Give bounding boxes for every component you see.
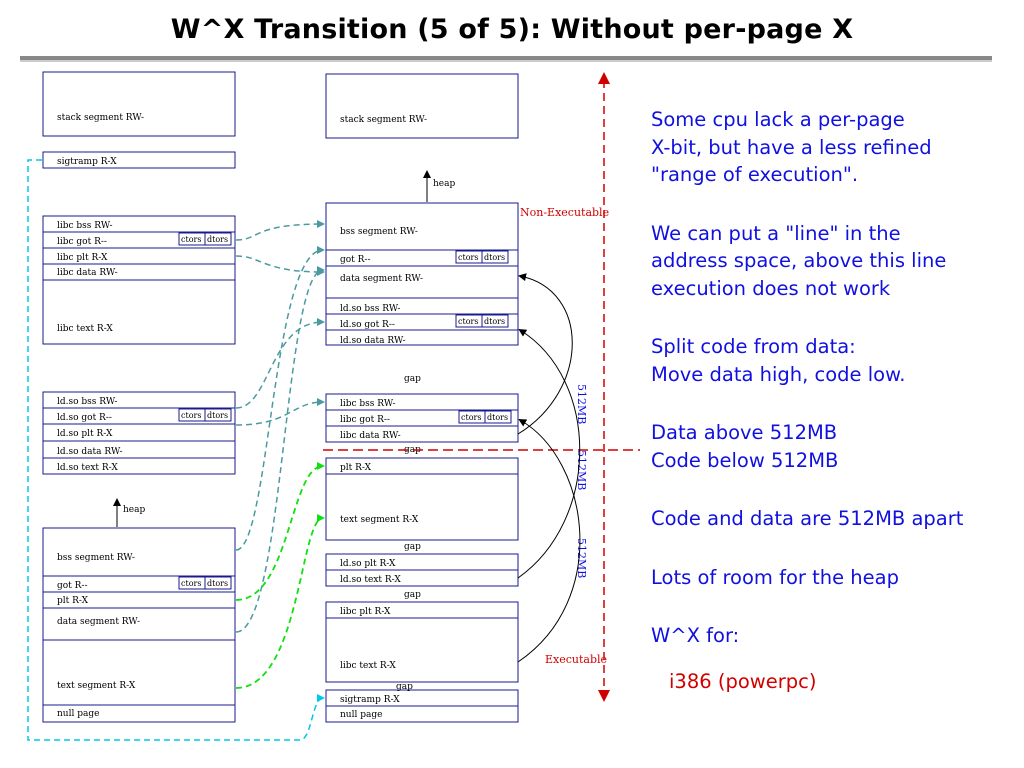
right-bss-label: bss segment RW- bbox=[340, 227, 418, 237]
tag-ctors: ctors bbox=[181, 235, 201, 244]
right-plt-label: plt R-X bbox=[340, 463, 372, 473]
left-ldso-got-label: ld.so got R-- bbox=[57, 413, 112, 423]
bullet-1: Some cpu lack a per-page X-bit, but have… bbox=[651, 108, 932, 186]
gap-label: gap bbox=[396, 682, 413, 692]
title-underline bbox=[20, 56, 992, 60]
left-libc-got-label: libc got R-- bbox=[57, 237, 107, 247]
tag-dtors: dtors bbox=[207, 235, 228, 244]
tag-ctors: ctors bbox=[458, 253, 478, 262]
right-text-label: text segment R-X bbox=[340, 515, 419, 525]
code-move-arrows bbox=[235, 462, 325, 689]
range-of-execution: Non-Executable Executable bbox=[323, 72, 640, 702]
right-libc-got-label: libc got R-- bbox=[340, 415, 390, 425]
distance-labels: 512MB 512MB 512MB bbox=[575, 384, 588, 578]
tag-dtors: dtors bbox=[487, 413, 508, 422]
size-label-2: 512MB bbox=[575, 450, 588, 490]
right-libc-text-box bbox=[325, 601, 519, 683]
right-program-text-box bbox=[325, 457, 519, 541]
gap-label: gap bbox=[404, 374, 421, 384]
tag-ctors: ctors bbox=[461, 413, 481, 422]
left-ldso-text-label: ld.so text R-X bbox=[57, 463, 118, 473]
explanation-text: Some cpu lack a per-page X-bit, but have… bbox=[651, 106, 1021, 695]
right-libc-data-box bbox=[325, 393, 519, 443]
size-label-3: 512MB bbox=[575, 538, 588, 578]
right-ldso-bss-label: ld.so bss RW- bbox=[340, 304, 400, 314]
non-executable-label: Non-Executable bbox=[520, 206, 609, 219]
left-heap-label: heap bbox=[123, 505, 145, 515]
bullet-4: Data above 512MB Code below 512MB bbox=[651, 421, 839, 472]
left-program-box bbox=[42, 527, 236, 723]
title-underline-shadow bbox=[20, 60, 992, 62]
executable-label: Executable bbox=[545, 653, 607, 666]
gap-label: gap bbox=[404, 590, 421, 600]
left-stack-box bbox=[42, 71, 236, 137]
right-heap-label: heap bbox=[433, 179, 455, 189]
left-stack-label: stack segment RW- bbox=[57, 113, 144, 123]
right-libc-plt-label: libc plt R-X bbox=[340, 607, 391, 617]
bullet-6: Lots of room for the heap bbox=[651, 565, 899, 589]
right-layout bbox=[325, 73, 519, 723]
tag-ctors: ctors bbox=[181, 579, 201, 588]
left-sigtramp-label: sigtramp R-X bbox=[57, 157, 117, 167]
left-tags bbox=[178, 232, 232, 590]
left-sigtramp-box bbox=[42, 151, 236, 169]
left-labels: stack segment RW- sigtramp R-X libc bss … bbox=[57, 113, 228, 719]
tag-dtors: dtors bbox=[207, 411, 228, 420]
left-ldso-box bbox=[42, 391, 236, 475]
bullet-7: W^X for: bbox=[651, 624, 740, 647]
left-bss-label: bss segment RW- bbox=[57, 553, 135, 563]
left-ldso-bss-label: ld.so bss RW- bbox=[57, 397, 117, 407]
right-libc-text-label: libc text R-X bbox=[340, 661, 396, 671]
left-got-label: got R-- bbox=[57, 581, 88, 591]
tag-dtors: dtors bbox=[484, 317, 505, 326]
data-move-arrows bbox=[235, 220, 325, 633]
right-null-label: null page bbox=[340, 710, 382, 720]
left-layout bbox=[42, 71, 236, 723]
up-arrowhead-icon bbox=[598, 72, 610, 84]
left-text-label: text segment R-X bbox=[57, 681, 136, 691]
tag-ctors: ctors bbox=[181, 411, 201, 420]
right-ldso-plt-label: ld.so plt R-X bbox=[340, 559, 396, 569]
distance-arcs bbox=[517, 273, 581, 663]
right-ldso-text-label: ld.so text R-X bbox=[340, 575, 401, 585]
right-stack-label: stack segment RW- bbox=[340, 115, 427, 125]
left-libc-plt-label: libc plt R-X bbox=[57, 253, 108, 263]
slide-title: W^X Transition (5 of 5): Without per-pag… bbox=[170, 14, 854, 45]
right-tags bbox=[455, 250, 512, 424]
left-data-label: data segment RW- bbox=[57, 617, 140, 627]
right-labels: stack segment RW- heap bss segment RW- g… bbox=[340, 115, 508, 720]
left-plt-label: plt R-X bbox=[57, 596, 89, 606]
right-got-label: got R-- bbox=[340, 255, 371, 265]
bullet-5: Code and data are 512MB apart bbox=[651, 507, 964, 530]
left-libc-bss-label: libc bss RW- bbox=[57, 221, 113, 231]
bullet-2: We can put a "line" in the address space… bbox=[651, 221, 947, 300]
sigtramp-move-arrow bbox=[27, 159, 325, 741]
left-libc-text-label: libc text R-X bbox=[57, 324, 113, 334]
bullet-3: Split code from data: Move data high, co… bbox=[651, 335, 906, 386]
right-ldso-got-label: ld.so got R-- bbox=[340, 320, 395, 330]
right-stack-box bbox=[325, 73, 519, 139]
right-data-box bbox=[325, 202, 519, 346]
gap-label: gap bbox=[404, 542, 421, 552]
left-null-label: null page bbox=[57, 709, 99, 719]
platforms-line: i386 (powerpc) bbox=[669, 669, 817, 693]
right-sigtramp-label: sigtramp R-X bbox=[340, 695, 400, 705]
left-libc-data-label: libc data RW- bbox=[57, 268, 118, 278]
tag-ctors: ctors bbox=[458, 317, 478, 326]
right-ldso-data-label: ld.so data RW- bbox=[340, 336, 406, 346]
right-libc-bss-label: libc bss RW- bbox=[340, 399, 396, 409]
size-label-1: 512MB bbox=[575, 384, 588, 424]
right-data-label: data segment RW- bbox=[340, 274, 423, 284]
left-ldso-plt-label: ld.so plt R-X bbox=[57, 429, 113, 439]
tag-dtors: dtors bbox=[207, 579, 228, 588]
gap-label: gap bbox=[404, 445, 421, 455]
down-arrowhead-icon bbox=[598, 690, 610, 702]
left-ldso-data-label: ld.so data RW- bbox=[57, 447, 123, 457]
right-libc-data-label: libc data RW- bbox=[340, 431, 401, 441]
tag-dtors: dtors bbox=[484, 253, 505, 262]
